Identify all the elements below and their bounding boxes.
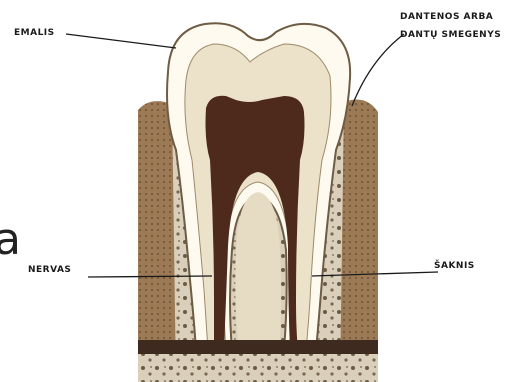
enamel-pointer — [66, 34, 176, 48]
gum-label-line1: DANTENOS ARBA — [400, 12, 493, 23]
gum-tissue-right — [340, 100, 378, 382]
enamel-label: EMALIS — [14, 28, 55, 39]
stray-glyph: a — [0, 218, 21, 262]
nerve-label: NERVAS — [28, 265, 71, 276]
bottom-band-light — [138, 354, 378, 382]
gum-tissue — [138, 101, 176, 382]
gum-pointer — [352, 34, 404, 106]
bottom-band — [138, 340, 378, 354]
gum-label-line2: DANTŲ SMEGENYS — [400, 30, 501, 41]
inner-dentin — [235, 192, 281, 340]
root-label: ŠAKNIS — [434, 261, 475, 272]
